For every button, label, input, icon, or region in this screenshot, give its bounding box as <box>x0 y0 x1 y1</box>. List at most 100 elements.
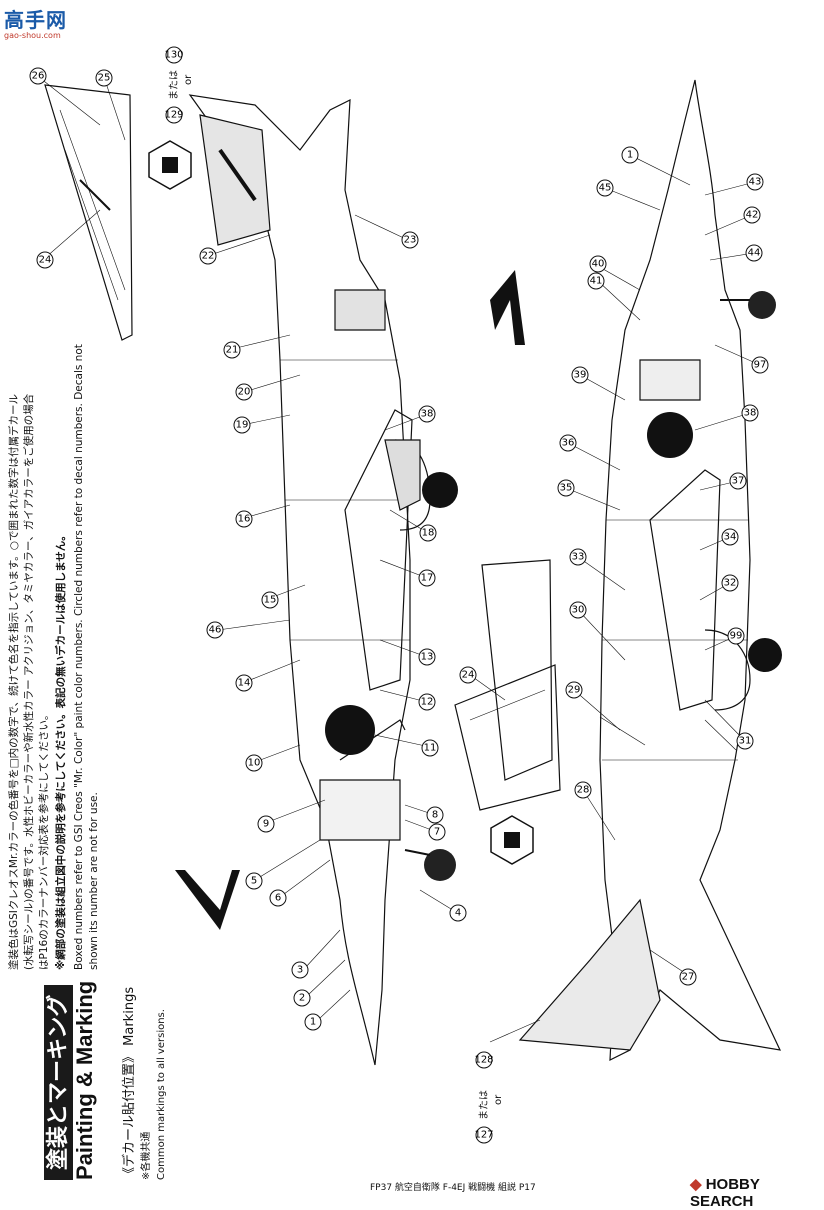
callout-number: 42 <box>746 210 759 221</box>
callout-number: 19 <box>236 420 249 431</box>
callout-8: 8 <box>426 806 444 824</box>
stripe-decal <box>175 870 240 930</box>
or-callout-bottom-a: 127 <box>474 1126 494 1144</box>
callout-number: 41 <box>590 276 603 287</box>
callout-number: 1 <box>627 150 633 161</box>
callout-r1: 1 <box>621 146 639 164</box>
roundel-icon <box>647 412 693 458</box>
callout-3: 3 <box>291 961 309 979</box>
callout-number: 26 <box>32 71 45 82</box>
callout-number: 38 <box>744 408 757 419</box>
callout-r33: 33 <box>569 548 587 566</box>
callout-number: 17 <box>421 573 434 584</box>
roundel-icon <box>748 638 782 672</box>
callout-23: 23 <box>401 231 419 249</box>
callout-r44: 44 <box>745 244 763 262</box>
callout-number: 7 <box>434 827 440 838</box>
callout-number: 97 <box>754 360 767 371</box>
callout-number: 28 <box>577 785 590 796</box>
callout-1: 1 <box>304 1013 322 1031</box>
callout-r42: 42 <box>743 206 761 224</box>
callout-number: 29 <box>568 685 581 696</box>
callout-number: 4 <box>455 908 461 919</box>
callout-4: 4 <box>449 904 467 922</box>
callout-number: 30 <box>572 605 585 616</box>
callout-24: 24 <box>36 251 54 269</box>
callout-number: 35 <box>560 483 573 494</box>
callout-number: 127 <box>474 1130 493 1141</box>
or-label-bottom: または <box>479 1090 490 1120</box>
callout-r35: 35 <box>557 479 575 497</box>
page-footer: FP37 航空自衛隊 F-4EJ 戦闘機 組説 P17 <box>370 1183 536 1193</box>
callout-number: 22 <box>202 251 215 262</box>
callout-r97: 97 <box>751 356 769 374</box>
callout-6: 6 <box>269 889 287 907</box>
callout-number: 16 <box>238 514 251 525</box>
callout-25: 25 <box>95 69 113 87</box>
or-label-bottom-en: or <box>493 1094 504 1105</box>
callout-2: 2 <box>293 989 311 1007</box>
callout-r27: 27 <box>679 968 697 986</box>
callout-9: 9 <box>257 815 275 833</box>
callout-22: 22 <box>199 247 217 265</box>
callout-number: 18 <box>422 528 435 539</box>
callout-number: 8 <box>432 810 438 821</box>
callout-r45: 45 <box>596 179 614 197</box>
callout-r41: 41 <box>587 272 605 290</box>
callout-20: 20 <box>235 383 253 401</box>
callout-number: 24 <box>462 670 475 681</box>
callout-number: 2 <box>299 993 305 1004</box>
callout-r31: 31 <box>736 732 754 750</box>
callout-15: 15 <box>261 591 279 609</box>
callout-r36: 36 <box>559 434 577 452</box>
callout-number: 11 <box>424 743 437 754</box>
callout-number: 13 <box>421 652 434 663</box>
callout-number: 43 <box>749 177 762 188</box>
callout-number: 21 <box>226 345 239 356</box>
or-label-top-en: or <box>183 74 194 85</box>
callout-number: 6 <box>275 893 281 904</box>
callout-number: 3 <box>297 965 303 976</box>
callout-12: 12 <box>418 693 436 711</box>
callout-17: 17 <box>418 569 436 587</box>
squadron-emblem-icon <box>490 815 534 865</box>
site-logo-text: 高手网 <box>4 8 67 32</box>
callout-r99: 99 <box>727 627 745 645</box>
callout-number: 37 <box>732 476 745 487</box>
callout-text: 1 <box>310 1017 316 1028</box>
callout-number: 36 <box>562 438 575 449</box>
callout-number: 45 <box>599 183 612 194</box>
callout-7: 7 <box>428 823 446 841</box>
callout-r39: 39 <box>571 366 589 384</box>
callout-13: 13 <box>418 648 436 666</box>
callout-18: 18 <box>419 524 437 542</box>
callout-r30: 30 <box>569 601 587 619</box>
callout-number: 10 <box>248 758 261 769</box>
callout-r34: 34 <box>721 528 739 546</box>
callout-r29: 29 <box>565 681 583 699</box>
callout-number: 99 <box>730 631 743 642</box>
callout-number: 20 <box>238 387 251 398</box>
callout-5: 5 <box>245 872 263 890</box>
callout-number: 12 <box>421 697 434 708</box>
callout-number: 25 <box>98 73 111 84</box>
callout-number: 129 <box>164 110 183 121</box>
callout-46: 46 <box>206 621 224 639</box>
callout-number: 31 <box>739 736 752 747</box>
callout-number: 15 <box>264 595 277 606</box>
callout-19: 19 <box>233 416 251 434</box>
callout-number: 38 <box>421 409 434 420</box>
callout-number: 24 <box>39 255 52 266</box>
callout-10: 10 <box>245 754 263 772</box>
callout-number: 128 <box>474 1055 493 1066</box>
callout-16: 16 <box>235 510 253 528</box>
callout-number: 14 <box>238 678 251 689</box>
callout-26: 26 <box>29 67 47 85</box>
callout-number: 9 <box>263 819 269 830</box>
callout-number: 44 <box>748 248 761 259</box>
squadron-emblem-icon <box>148 140 192 190</box>
vertical-tail-left <box>44 84 133 341</box>
callout-number: 46 <box>209 625 222 636</box>
or-callout-bottom-b: 128 <box>474 1051 494 1069</box>
